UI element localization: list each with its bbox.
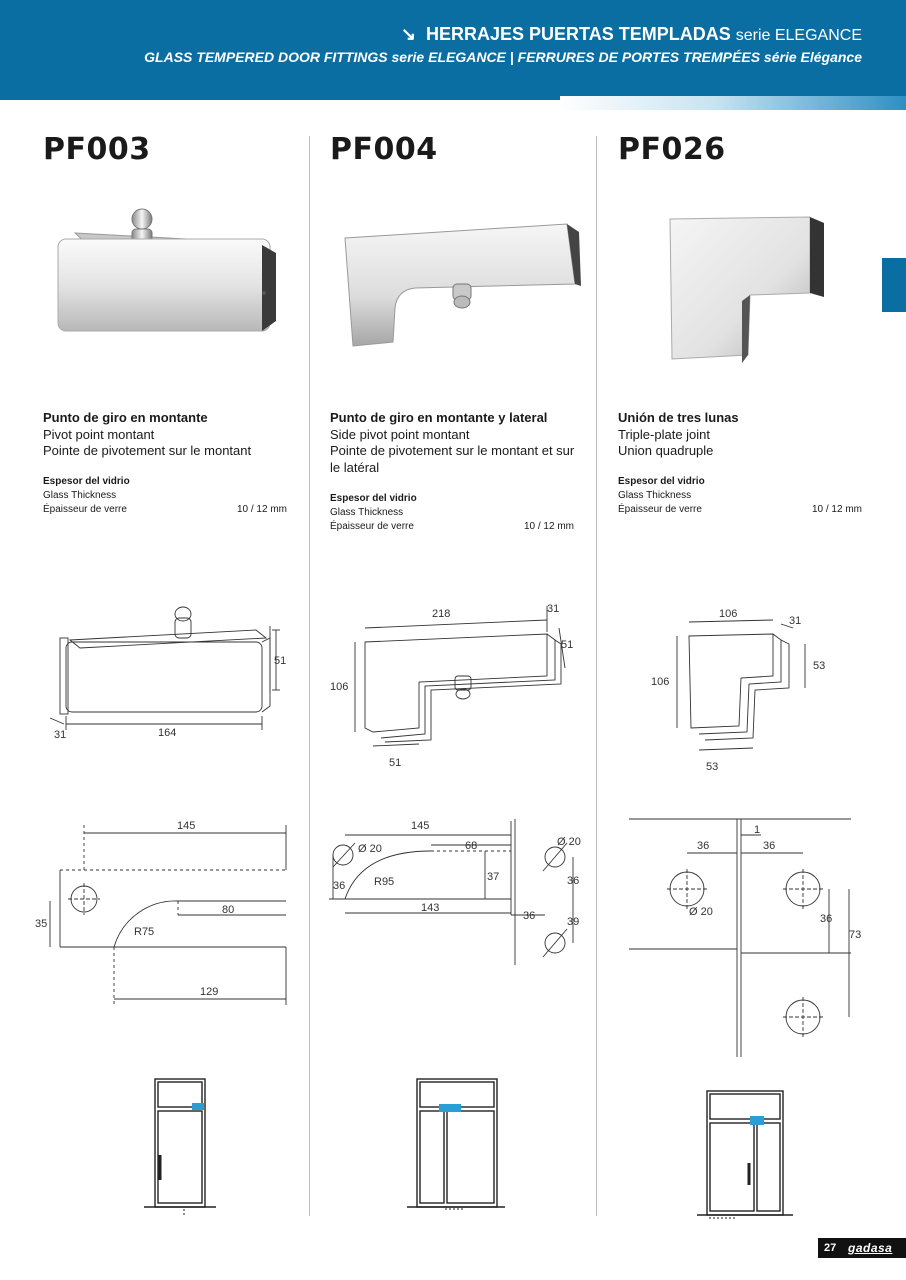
door-layout-icon	[407, 1078, 505, 1210]
dim-leg: 53	[813, 660, 825, 672]
page-number: 27	[824, 1242, 837, 1254]
dim-radius: R95	[374, 876, 394, 888]
header-subtitle: GLASS TEMPERED DOOR FITTINGS serie ELEGA…	[144, 49, 862, 65]
header-gradient-strip	[560, 96, 906, 110]
name-es: Punto de giro en montante y lateral	[330, 410, 548, 425]
dim-bottom: 53	[706, 761, 718, 773]
product-description: Unión de tres lunas Triple-plate joint U…	[618, 410, 868, 460]
spec-fr: Épaisseur de verre	[330, 521, 414, 532]
spec-es: Espesor del vidrio	[618, 476, 705, 487]
dim-width: 145	[177, 820, 195, 832]
dim-height: 37	[487, 871, 499, 883]
header-title-suffix: serie ELEGANCE	[735, 27, 862, 44]
name-en: Triple-plate joint	[618, 426, 711, 442]
dim-height: 35	[35, 918, 47, 930]
dim-depth: 31	[54, 729, 66, 741]
dim-height: 106	[330, 681, 348, 693]
cutout-drawing-pf026: 1 36 36 Ø 20 36 73	[629, 818, 861, 1057]
dim-depth: 31	[547, 603, 559, 615]
dim-width: 106	[719, 608, 737, 620]
fitting-highlight	[439, 1104, 461, 1112]
spec-fr: Épaisseur de verre	[618, 504, 702, 515]
page-number-badge: 27 gadasa	[818, 1238, 906, 1258]
spec-en: Glass Thickness	[618, 490, 692, 501]
dim-leg: 51	[561, 639, 573, 651]
dimension-drawing-pf004: 218 31 51 106 51	[330, 603, 573, 769]
dim-height: 106	[651, 676, 669, 688]
dim-radius: R75	[134, 926, 154, 938]
glass-thickness-spec: Espesor del vidrio Glass Thickness Épais…	[43, 475, 287, 517]
fitting-highlight	[192, 1103, 204, 1110]
dim-v2: 73	[849, 929, 861, 941]
spec-value: 10 / 12 mm	[236, 504, 287, 515]
name-fr: Union quadruple	[618, 443, 714, 458]
section-tab	[882, 258, 906, 312]
glass-thickness-spec: Espesor del vidrio Glass Thickness Épais…	[618, 475, 862, 517]
product-code: PF004	[330, 132, 438, 167]
dim-bottom: 143	[421, 902, 439, 914]
spec-es: Espesor del vidrio	[43, 476, 130, 487]
fitting-highlight	[750, 1116, 764, 1125]
product-code: PF003	[43, 132, 151, 167]
dim-gap: 1	[754, 824, 760, 836]
column-divider	[596, 136, 597, 1216]
door-layout-icon	[697, 1090, 793, 1219]
dim-left: 36	[333, 880, 345, 892]
spec-value: 10 / 12 mm	[811, 504, 862, 515]
header-band: ↘HERRAJES PUERTAS TEMPLADAS serie ELEGAN…	[0, 0, 906, 100]
dim-hole: Ø 20	[689, 906, 713, 918]
name-fr: Pointe de pivotement sur le montant	[43, 443, 252, 458]
dim-side-hole: Ø 20	[557, 836, 581, 848]
dim-s2: 36	[523, 910, 535, 922]
arrow-down-right-icon: ↘	[400, 24, 417, 44]
dim-seg: 68	[465, 840, 477, 852]
dimension-drawing-pf026: 106 31 53 106 53	[651, 608, 825, 773]
product-description: Punto de giro en montante Pivot point mo…	[43, 410, 293, 460]
dim-length: 218	[432, 608, 450, 620]
product-description: Punto de giro en montante y lateral Side…	[330, 410, 580, 476]
product-photo-pf004	[344, 223, 581, 347]
dimension-drawing-pf003: 51 164 31	[49, 606, 286, 741]
spec-en: Glass Thickness	[43, 490, 117, 501]
product-photo-pf003	[57, 208, 276, 332]
header-title: ↘HERRAJES PUERTAS TEMPLADAS serie ELEGAN…	[400, 24, 862, 44]
brand-logo: gadasa	[848, 1241, 893, 1255]
dim-s1: 36	[567, 875, 579, 887]
cutout-drawing-pf003: 145 35 80 R75 129	[35, 820, 287, 1005]
dim-height: 51	[274, 655, 286, 667]
dim-v1: 36	[820, 913, 832, 925]
glass-thickness-spec: Espesor del vidrio Glass Thickness Épais…	[330, 492, 574, 534]
name-en: Pivot point montant	[43, 426, 155, 442]
name-es: Unión de tres lunas	[618, 410, 739, 425]
dim-length: 164	[158, 727, 176, 739]
dim-offset: 80	[222, 904, 234, 916]
dim-bottom: 129	[200, 986, 218, 998]
spec-es: Espesor del vidrio	[330, 493, 417, 504]
dim-top: 145	[411, 820, 429, 832]
dim-s3: 39	[567, 916, 579, 928]
spec-fr: Épaisseur de verre	[43, 504, 127, 515]
dim-left: 36	[697, 840, 709, 852]
name-en: Side pivot point montant	[330, 426, 470, 442]
cutout-drawing-pf004: 145 Ø 20 68 36 R95 37 143 Ø 20 36 36 39	[329, 819, 581, 965]
spec-value: 10 / 12 mm	[523, 521, 574, 532]
name-es: Punto de giro en montante	[43, 410, 208, 425]
product-code: PF026	[618, 132, 726, 167]
dim-bottom: 51	[389, 757, 401, 769]
column-divider	[309, 136, 310, 1216]
dim-hole: Ø 20	[358, 843, 382, 855]
door-layout-icon	[144, 1078, 216, 1215]
name-fr: Pointe de pivotement sur le montant et s…	[330, 443, 575, 475]
dim-right: 36	[763, 840, 775, 852]
spec-en: Glass Thickness	[330, 507, 404, 518]
product-photo-pf026	[669, 216, 824, 363]
dim-depth: 31	[789, 615, 801, 627]
